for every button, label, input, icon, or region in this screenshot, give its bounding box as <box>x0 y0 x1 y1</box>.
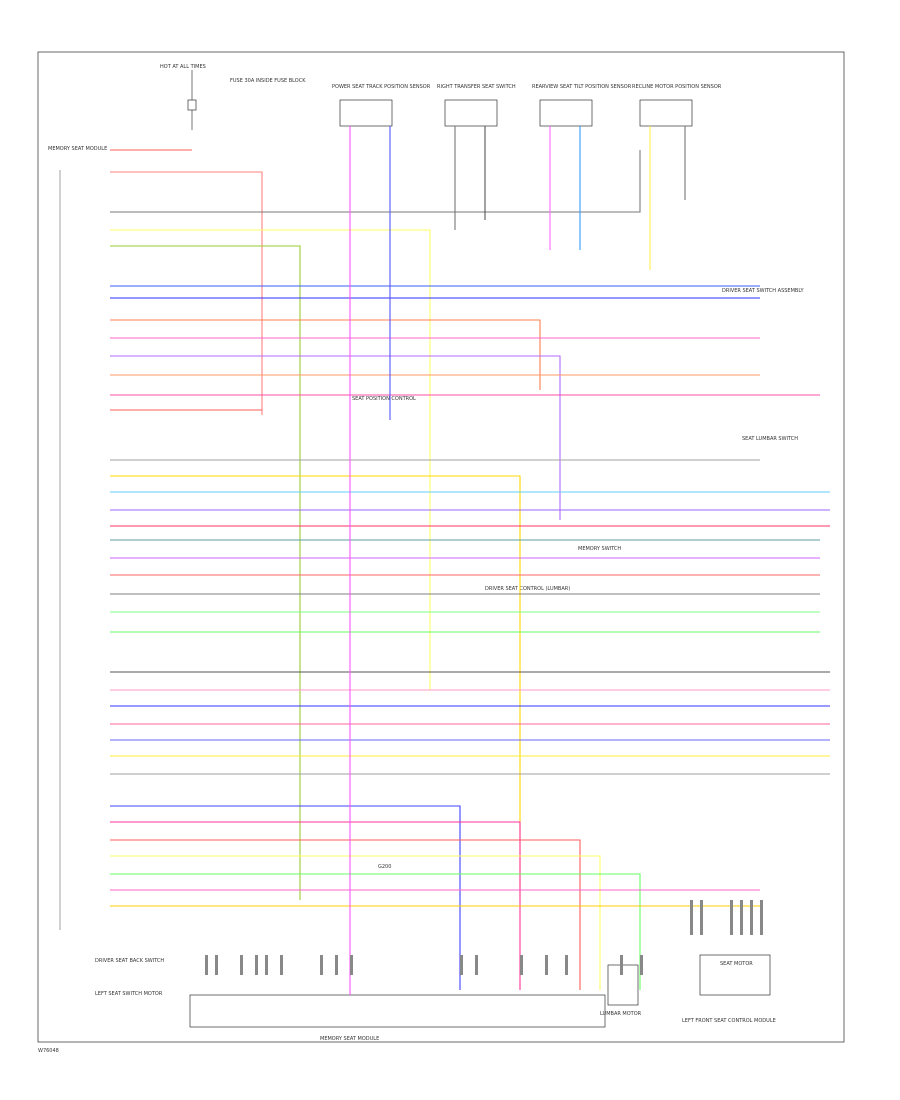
note-3: DRIVER SEAT CONTROL (LUMBAR) <box>485 586 570 592</box>
memory-seat-module: MEMORY SEAT MODULE <box>189 994 606 1042</box>
fuse-detail: FUSE 30A INSIDE FUSE BLOCK <box>230 78 306 84</box>
bottom-left-a-label: DRIVER SEAT BACK SWITCH <box>95 958 164 964</box>
sensor-2-label: RIGHT TRANSFER SEAT SWITCH <box>437 84 516 90</box>
lumbar-switch-label: SEAT LUMBAR SWITCH <box>742 436 798 442</box>
bottom-right-b-label: LEFT FRONT SEAT CONTROL MODULE <box>682 1018 776 1024</box>
bottom-right-a-label: SEAT MOTOR <box>720 961 753 967</box>
note-1: SEAT POSITION CONTROL <box>352 396 416 402</box>
right-labels: DRIVER SEAT SWITCH ASSEMBLY SEAT LUMBAR … <box>38 288 804 1054</box>
driver-seat-switch: LEFT FRONT SEAT CONTROL MODULE SEAT MOTO… <box>682 954 776 1024</box>
bottom-pins <box>205 900 763 975</box>
fuse-label: HOT AT ALL TIMES <box>160 64 206 70</box>
sensor-1-label: POWER SEAT TRACK POSITION SENSOR <box>332 84 431 90</box>
footer-code: W76048 <box>38 1048 59 1054</box>
sensor-3-label: REARVIEW SEAT TILT POSITION SENSOR <box>532 84 632 90</box>
wire-harness <box>110 126 830 995</box>
bottom-mid-label: LUMBAR MOTOR <box>600 1011 642 1017</box>
left-module-label: MEMORY SEAT MODULE <box>48 146 107 152</box>
fuse-feed: HOT AT ALL TIMES FUSE 30A INSIDE FUSE BL… <box>160 64 306 130</box>
bottom-left-b-label: LEFT SEAT SWITCH MOTOR <box>95 991 163 997</box>
driver-switch-label: DRIVER SEAT SWITCH ASSEMBLY <box>722 288 804 294</box>
ground-label: G200 <box>378 864 391 870</box>
top-sensors: POWER SEAT TRACK POSITION SENSOR RIGHT T… <box>332 84 722 127</box>
note-2: MEMORY SWITCH <box>578 546 621 552</box>
sensor-4-label: RECLINE MOTOR POSITION SENSOR <box>632 84 722 90</box>
left-connector: MEMORY SEAT MODULE <box>48 146 107 930</box>
diagram-frame <box>37 51 845 1043</box>
bottom-main-label: MEMORY SEAT MODULE <box>320 1036 379 1042</box>
